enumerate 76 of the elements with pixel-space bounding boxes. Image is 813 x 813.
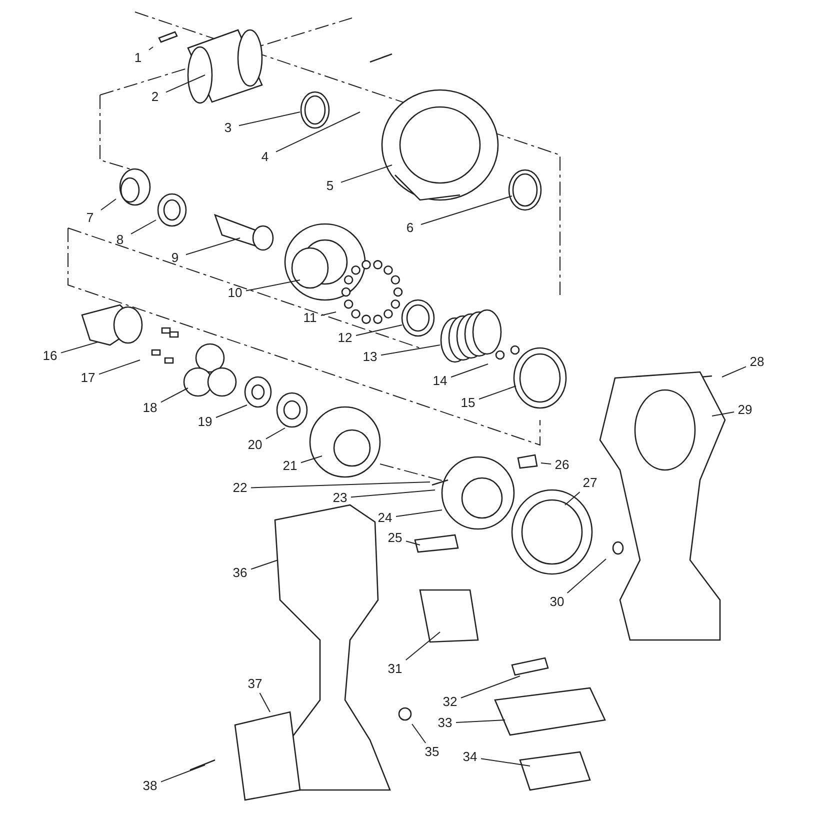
leader-line bbox=[406, 540, 420, 546]
callout-number: 7 bbox=[80, 210, 100, 226]
callout-number: 33 bbox=[435, 715, 455, 731]
leader-line bbox=[216, 404, 248, 418]
callout-number: 29 bbox=[735, 402, 755, 418]
leader-line bbox=[160, 388, 188, 403]
leader-line bbox=[540, 462, 552, 464]
callout-number: 14 bbox=[430, 373, 450, 389]
leader-line bbox=[396, 510, 442, 517]
callout-number: 20 bbox=[245, 437, 265, 453]
leader-line bbox=[480, 758, 530, 766]
callout-number: 4 bbox=[255, 149, 275, 165]
leader-line bbox=[266, 428, 286, 440]
leader-line bbox=[420, 196, 512, 225]
callout-number: 25 bbox=[385, 530, 405, 546]
callout-number: 23 bbox=[330, 490, 350, 506]
leader-line bbox=[276, 112, 360, 152]
leader-line bbox=[246, 280, 300, 292]
callout-number: 9 bbox=[165, 250, 185, 266]
callout-number: 10 bbox=[225, 285, 245, 301]
callout-number: 34 bbox=[460, 749, 480, 765]
callout-number: 26 bbox=[552, 457, 572, 473]
leader-line bbox=[722, 366, 746, 378]
leader-line bbox=[166, 74, 206, 93]
callout-number: 30 bbox=[547, 594, 567, 610]
leader-line bbox=[250, 560, 278, 570]
callout-number: 6 bbox=[400, 220, 420, 236]
callout-number: 16 bbox=[40, 348, 60, 364]
callout-number: 27 bbox=[580, 475, 600, 491]
leader-line bbox=[320, 312, 336, 316]
leader-line bbox=[478, 386, 516, 400]
leader-line bbox=[259, 692, 270, 712]
callout-number: 21 bbox=[280, 458, 300, 474]
callout-number: 17 bbox=[78, 370, 98, 386]
callout-number: 13 bbox=[360, 349, 380, 365]
leader-line bbox=[60, 342, 98, 354]
leader-line bbox=[412, 724, 426, 744]
callout-number: 2 bbox=[145, 89, 165, 105]
leader-line bbox=[356, 324, 402, 336]
callout-number: 22 bbox=[230, 480, 250, 496]
callout-number: 28 bbox=[747, 354, 767, 370]
callout-number: 11 bbox=[300, 310, 320, 326]
callout-number: 32 bbox=[440, 694, 460, 710]
callout-number: 36 bbox=[230, 565, 250, 581]
callout-number: 18 bbox=[140, 400, 160, 416]
leader-line bbox=[456, 720, 506, 723]
callout-number: 1 bbox=[128, 50, 148, 66]
leader-line bbox=[405, 632, 440, 660]
callout-number: 35 bbox=[422, 744, 442, 760]
leader-line bbox=[148, 46, 154, 50]
leader-line bbox=[100, 198, 116, 210]
leader-line bbox=[186, 238, 240, 256]
callout-number: 37 bbox=[245, 676, 265, 692]
callout-number: 8 bbox=[110, 232, 130, 248]
leader-line bbox=[250, 482, 430, 488]
leader-line bbox=[340, 164, 392, 183]
leader-line bbox=[450, 364, 488, 378]
leader-line bbox=[98, 360, 140, 375]
leader-line bbox=[566, 558, 606, 594]
leader-line bbox=[130, 220, 156, 234]
callout-number: 3 bbox=[218, 120, 238, 136]
callout-number: 38 bbox=[140, 778, 160, 794]
callout-number: 24 bbox=[375, 510, 395, 526]
leader-line bbox=[300, 456, 322, 464]
leader-line bbox=[712, 412, 734, 416]
leader-line bbox=[160, 764, 206, 782]
leader-line bbox=[460, 676, 520, 698]
leader-line bbox=[380, 344, 440, 356]
callout-number: 15 bbox=[458, 395, 478, 411]
leader-line bbox=[350, 490, 436, 498]
callout-number: 19 bbox=[195, 414, 215, 430]
leader-line bbox=[564, 492, 580, 506]
leader-line bbox=[238, 112, 300, 126]
callout-number: 12 bbox=[335, 330, 355, 346]
callout-number: 5 bbox=[320, 178, 340, 194]
callout-number: 31 bbox=[385, 661, 405, 677]
